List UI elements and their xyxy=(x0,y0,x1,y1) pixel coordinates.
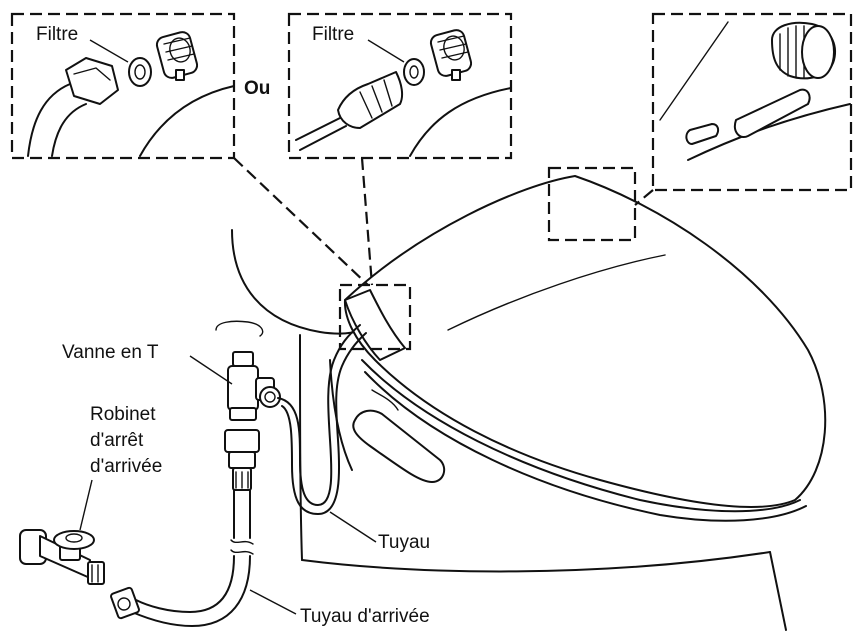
label-filtre-right: Filtre xyxy=(312,24,354,45)
supply-hose xyxy=(110,429,260,627)
toilet-seat-lid xyxy=(343,175,827,522)
label-vanne-en-t: Vanne en T xyxy=(62,342,159,363)
callout-middle-content: Filtre xyxy=(295,24,512,157)
label-ou: Ou xyxy=(244,78,270,99)
label-robinet-line1: Robinet xyxy=(90,404,156,425)
label-robinet-line2: d'arrêt xyxy=(90,430,144,451)
shutoff-valve xyxy=(19,529,105,585)
tuyau-hose xyxy=(277,324,367,515)
callout-frames xyxy=(10,12,853,351)
label-tuyau-arrivee: Tuyau d'arrivée xyxy=(300,606,430,627)
labels-main: Vanne en T Robinet d'arrêt d'arrivée Tuy… xyxy=(62,342,430,627)
label-tuyau: Tuyau xyxy=(378,532,430,553)
label-robinet-line3: d'arrivée xyxy=(90,456,162,477)
callout-left-content: Filtre xyxy=(27,24,235,157)
label-filtre-left: Filtre xyxy=(36,24,78,45)
callout-right-content xyxy=(659,21,851,161)
t-valve xyxy=(227,351,281,421)
